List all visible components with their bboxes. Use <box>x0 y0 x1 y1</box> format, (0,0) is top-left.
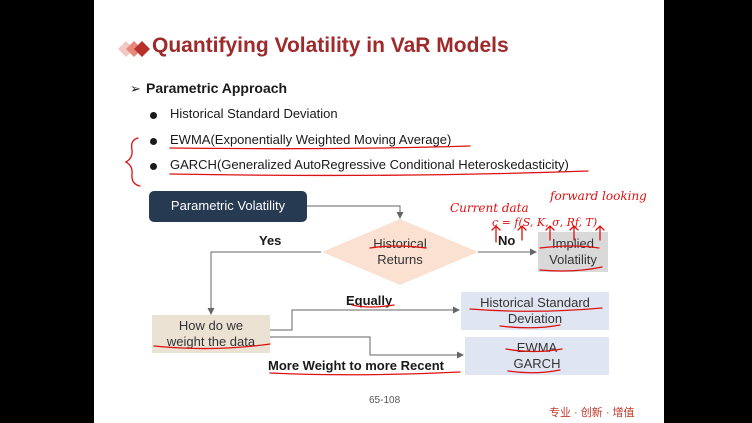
bullet-dot-icon <box>150 138 157 145</box>
hist-std-line-2: Deviation <box>507 311 563 326</box>
handwriting-annotations: Current data forward looking c = f(S, K,… <box>124 137 647 376</box>
equally-label: Equally <box>346 293 393 308</box>
historical-returns-diamond <box>322 219 478 285</box>
bullet-dot-icon <box>150 163 157 170</box>
weight-line-1: How do we <box>178 317 244 333</box>
brand-slogan: 专业 · 创新 · 增值 <box>549 407 635 419</box>
parametric-volatility-box: Parametric Volatility <box>149 191 307 222</box>
implied-line-2: Volatility <box>549 252 597 267</box>
implied-line-1: Implied <box>552 235 594 251</box>
section-heading: Parametric Approach <box>146 80 288 96</box>
parametric-volatility-label: Parametric Volatility <box>170 198 286 214</box>
section-arrow-icon: ➢ <box>130 81 141 96</box>
garch-line: GARCH <box>513 356 561 371</box>
bullet-hist-std: Historical Standard Deviation <box>170 106 338 121</box>
no-label: No <box>498 233 516 248</box>
page-number: 65-108 <box>369 395 401 406</box>
option-formula-note: c = f(S, K, σ, Rf, T) <box>492 216 597 229</box>
decision-line-2: Returns <box>377 252 423 267</box>
weight-line-2: weight the data <box>166 334 256 349</box>
slide-title: Quantifying Volatility in VaR Models <box>152 34 509 57</box>
bullet-dot-icon <box>150 112 157 119</box>
bullet-garch: GARCH(Generalized AutoRegressive Conditi… <box>170 157 569 172</box>
logo-diamonds-icon <box>118 41 150 57</box>
slide: Quantifying Volatility in VaR Models ➢ P… <box>94 0 664 423</box>
yes-label: Yes <box>259 233 282 248</box>
recent-weight-label: More Weight to more Recent <box>268 358 445 373</box>
flow-connectors <box>207 205 537 359</box>
forward-looking-note: forward looking <box>549 189 647 203</box>
hist-std-line-1: Historical Standard <box>480 294 590 310</box>
current-data-note: Current data <box>450 201 529 215</box>
bullet-ewma: EWMA(Exponentially Weighted Moving Avera… <box>170 132 452 147</box>
